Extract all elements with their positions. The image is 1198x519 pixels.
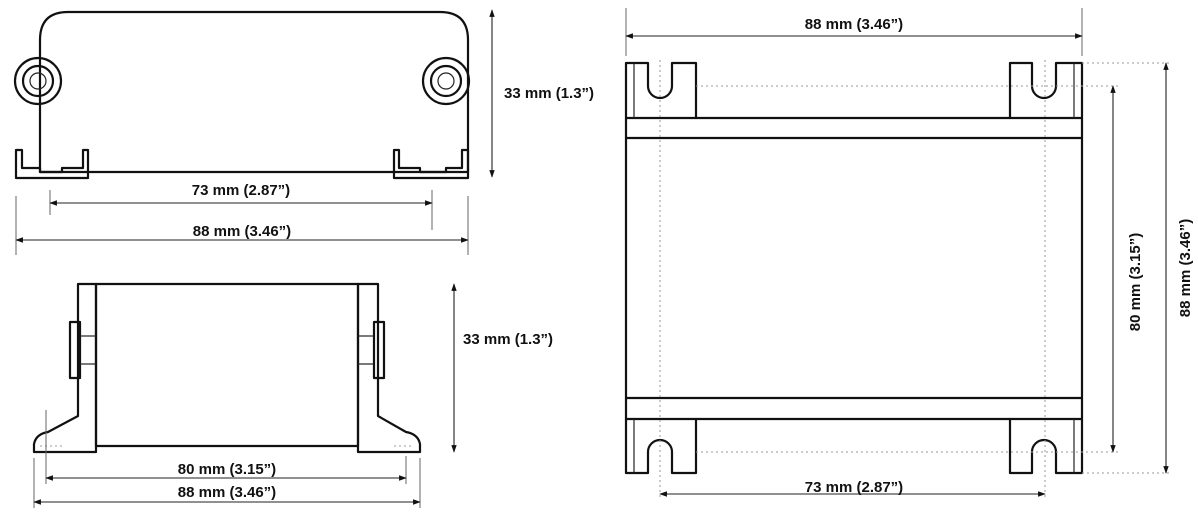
front-view-left-grommet [13, 56, 63, 106]
side-view-right-foot [356, 282, 422, 454]
top-view-inner-height-label: 80 mm (3.15”) [1127, 233, 1144, 331]
front-view-right-foot [392, 148, 470, 180]
side-view-body [94, 282, 360, 448]
top-view-outer-height-label: 88 mm (3.46”) [1177, 219, 1194, 317]
front-view-body [38, 10, 470, 174]
top-view-tab-bottom-right [1008, 417, 1084, 475]
top-view-tab-bottom-left [624, 417, 698, 475]
front-view: 73 mm (2.87”) 88 mm (3.46”) 33 mm (1.3”) [13, 9, 594, 255]
top-view: 88 mm (3.46”) 73 mm (2.87”) 80 mm (3.15”… [624, 8, 1194, 500]
side-view-height-label: 33 mm (1.3”) [463, 331, 553, 348]
side-view: 33 mm (1.3”) 80 mm (3.15”) 88 mm (3.46”) [32, 282, 553, 508]
side-view-inner-width-label: 80 mm (3.15”) [178, 461, 276, 478]
front-view-right-grommet [421, 56, 471, 106]
top-view-top-width-label: 88 mm (3.46”) [805, 16, 903, 33]
front-view-inner-width-label: 73 mm (2.87”) [192, 182, 290, 199]
front-view-height-label: 33 mm (1.3”) [504, 85, 594, 102]
top-view-tab-top-right [1008, 61, 1084, 120]
front-view-outer-width-label: 88 mm (3.46”) [193, 223, 291, 240]
top-view-bottom-width-label: 73 mm (2.87”) [805, 479, 903, 496]
top-view-body [624, 116, 1084, 421]
side-view-outer-width-label: 88 mm (3.46”) [178, 484, 276, 501]
side-view-left-foot [32, 282, 98, 454]
front-view-left-foot [14, 148, 90, 180]
top-view-tab-top-left [624, 61, 698, 120]
